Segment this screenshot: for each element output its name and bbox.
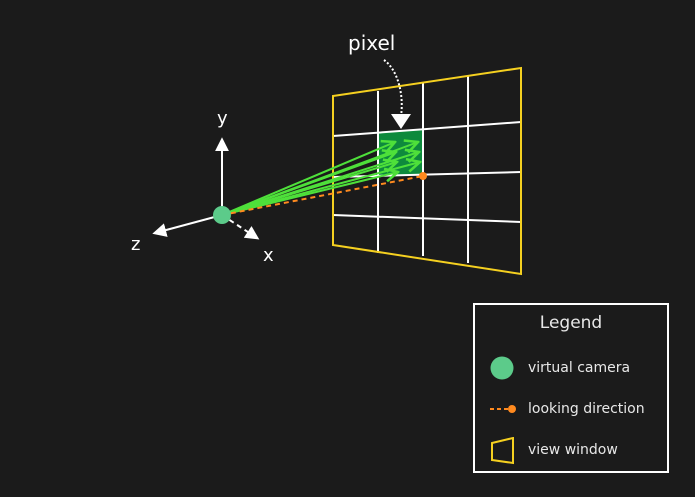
pixel-pointer-arrow: [383, 59, 403, 117]
x-axis-label: x: [263, 245, 274, 266]
grid-row-line: [332, 121, 522, 137]
legend-item-label: view window: [528, 442, 618, 458]
trapezoid-window-icon: [491, 437, 514, 465]
ray: [221, 142, 395, 216]
camera-dot-icon: [490, 356, 514, 380]
view-window-grid: [332, 76, 522, 263]
legend-item-virtual-camera: virtual camera: [487, 355, 667, 383]
x-axis: [221, 214, 260, 240]
looking-direction-line: [221, 175, 424, 216]
legend-box: Legend virtual camera looking direction …: [473, 303, 669, 473]
y-axis-label: y: [217, 108, 228, 129]
legend-item-label: virtual camera: [528, 360, 631, 376]
virtual-camera: [213, 206, 231, 224]
legend-title: Legend: [539, 313, 603, 333]
pixel-pointer-head: [391, 114, 411, 129]
view-window: [332, 66, 522, 276]
legend-item-view-window: view window: [487, 437, 667, 465]
dashed-arrow-icon: [490, 405, 516, 413]
pixel-label: pixel: [348, 31, 395, 55]
ray: [221, 142, 418, 216]
z-axis: [152, 214, 223, 237]
axes: [152, 137, 260, 240]
pixel-rays: [221, 142, 420, 216]
legend-item-looking-direction: looking direction: [487, 396, 667, 424]
grid-row-line: [332, 214, 522, 223]
legend-item-label: looking direction: [528, 401, 645, 417]
ray: [221, 152, 419, 216]
z-axis-label: z: [131, 234, 140, 255]
ray: [221, 162, 420, 216]
looking-direction-point: [419, 172, 427, 180]
